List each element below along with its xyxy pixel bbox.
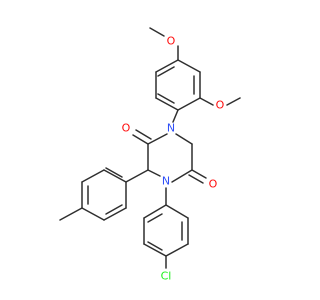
bond (177, 97, 201, 111)
bond (191, 169, 207, 179)
bond (147, 241, 163, 251)
bond-layer (59, 27, 241, 269)
atom-oxygen-methoxy-ortho: O (216, 99, 225, 112)
bond (105, 204, 123, 215)
bond (226, 97, 241, 106)
bond (177, 59, 201, 73)
bond (125, 169, 149, 183)
bond (188, 174, 204, 184)
bond (132, 134, 149, 145)
bond (81, 207, 105, 221)
bond (155, 97, 179, 111)
atom-oxygen-top: O (167, 35, 176, 48)
bond (143, 243, 167, 257)
bond (165, 243, 189, 257)
bond (157, 66, 175, 77)
bond (149, 27, 165, 37)
bond (165, 204, 189, 219)
atom-chlorine: Cl (161, 270, 172, 283)
bond (175, 133, 193, 145)
bond (143, 204, 167, 219)
bond (135, 129, 152, 140)
bond (147, 133, 168, 145)
bond (155, 59, 179, 73)
bond (171, 169, 193, 183)
atom-oxygen-carbonyl-right: O (209, 178, 218, 191)
atom-oxygen-carbonyl-left: O (122, 122, 131, 135)
bond (81, 169, 105, 183)
bond (103, 207, 127, 221)
bond (157, 93, 175, 104)
bond (59, 207, 83, 221)
bond (199, 97, 214, 106)
molecule-structure-diagram: O O N O O N Cl (59, 27, 241, 283)
bond (172, 109, 179, 123)
bond (105, 167, 123, 178)
bond (147, 213, 163, 223)
atom-label-layer: O O N O O N Cl (122, 35, 225, 283)
bond (103, 169, 127, 183)
atom-nitrogen-1: N (167, 122, 175, 135)
atom-nitrogen-4: N (162, 175, 170, 188)
bond (147, 169, 161, 177)
